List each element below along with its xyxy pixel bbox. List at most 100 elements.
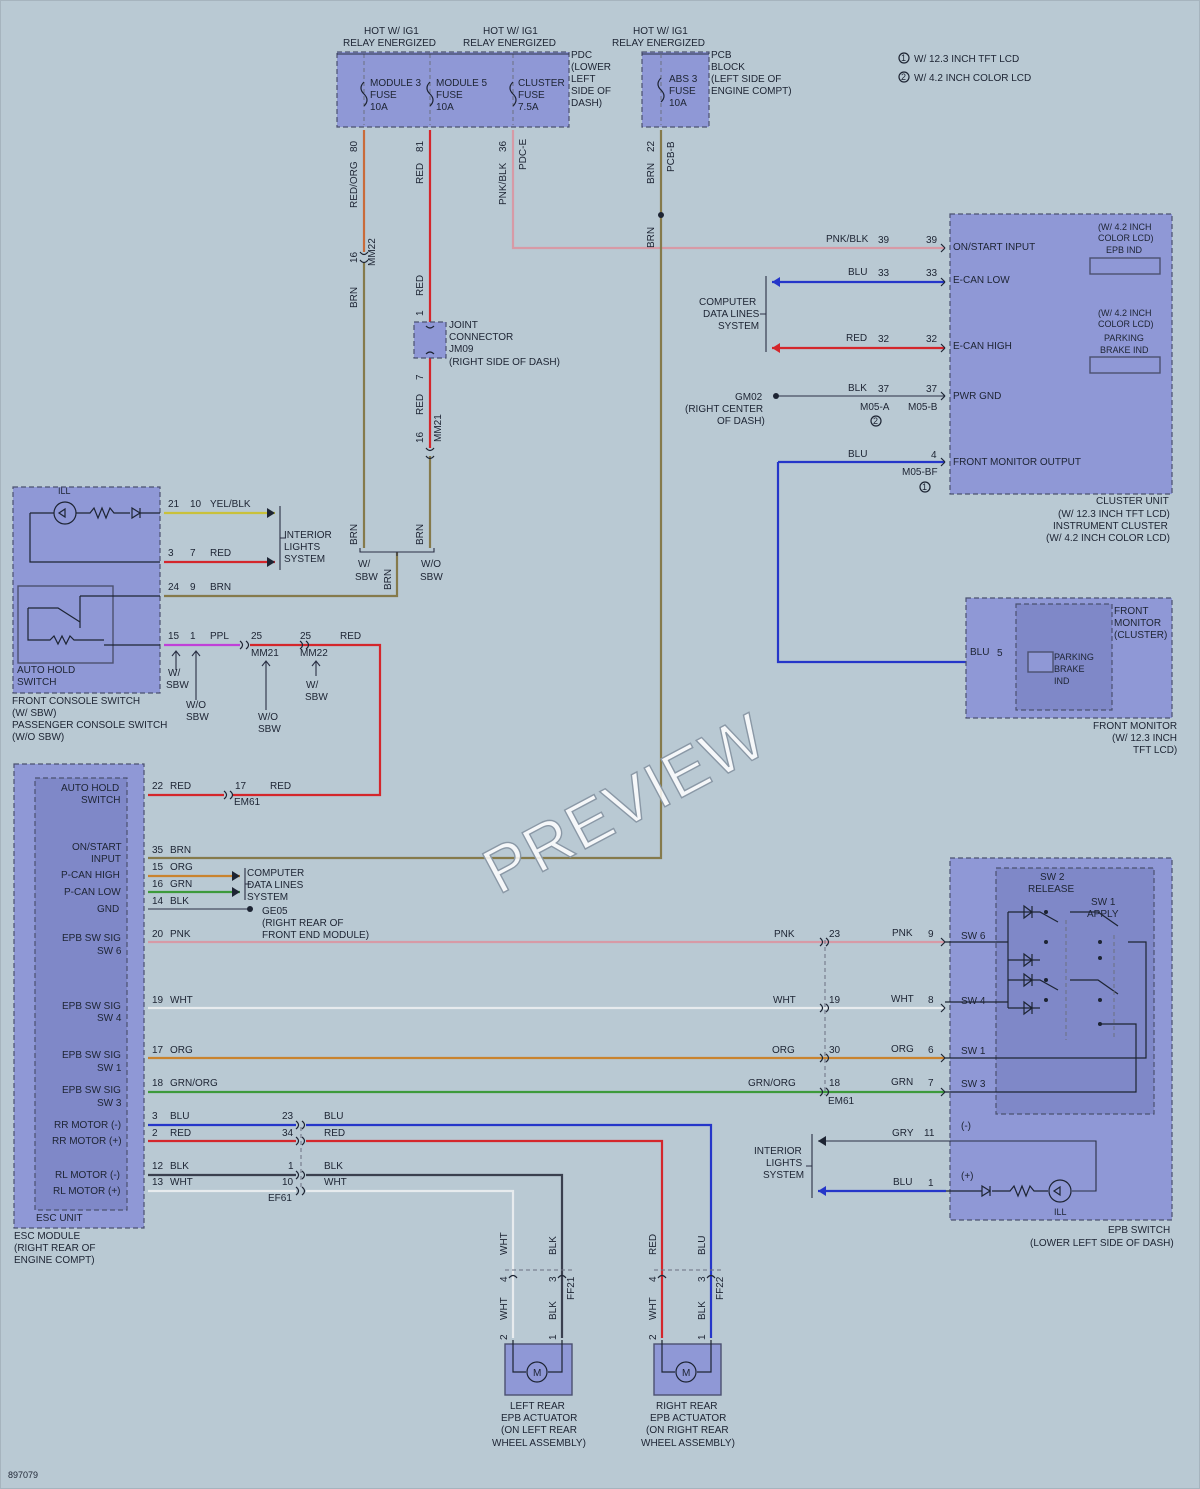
svg-text:SYSTEM: SYSTEM	[247, 892, 288, 903]
svg-text:MM22: MM22	[300, 648, 328, 659]
pcb-block: HOT W/ IG1 RELAY ENERGIZED ABS 3FUSE10A …	[612, 26, 792, 128]
svg-text:WHT: WHT	[170, 995, 193, 1006]
svg-text:MM21: MM21	[433, 414, 444, 442]
legend-item-2: W/ 4.2 INCH COLOR LCD	[914, 73, 1031, 84]
svg-text:16: 16	[349, 251, 360, 263]
pdc-wires: 80 RED/ORG 16 MM22 BRN BRN 81 RED RED 1 …	[148, 130, 945, 860]
svg-text:RED: RED	[324, 1128, 345, 1139]
svg-text:BLK: BLK	[170, 896, 189, 907]
svg-text:ORG: ORG	[891, 1044, 914, 1055]
svg-text:(ON LEFT REAR: (ON LEFT REAR	[501, 1425, 577, 1436]
svg-text:AUTO HOLD: AUTO HOLD	[17, 665, 75, 676]
svg-text:7.5A: 7.5A	[518, 102, 539, 113]
svg-text:37: 37	[926, 384, 938, 395]
svg-text:EPB ACTUATOR: EPB ACTUATOR	[501, 1413, 577, 1424]
svg-text:(W/ 4.2 INCH: (W/ 4.2 INCH	[1098, 308, 1152, 318]
svg-text:TFT LCD): TFT LCD)	[1133, 745, 1177, 756]
svg-text:SBW: SBW	[258, 724, 281, 735]
svg-text:SBW: SBW	[355, 572, 378, 583]
svg-text:PNK: PNK	[774, 929, 795, 940]
svg-text:PNK: PNK	[892, 928, 913, 939]
svg-text:HOT W/ IG1: HOT W/ IG1	[364, 26, 419, 37]
cluster-unit: (W/ 4.2 INCH COLOR LCD) EPB IND (W/ 4.2 …	[826, 213, 1173, 544]
svg-text:BLOCK: BLOCK	[711, 62, 745, 73]
console-switch: ILL AUTO HOLD SWITCH FRONT CONSOLE SWITC…	[12, 486, 167, 743]
svg-text:W/: W/	[168, 668, 180, 679]
esc-wires: 22 RED 17 EM61 RED 35 BRN 15 ORG 16 GRN …	[148, 781, 945, 1338]
svg-text:SW 3: SW 3	[961, 1079, 986, 1090]
svg-text:RR MOTOR (+): RR MOTOR (+)	[52, 1136, 122, 1147]
svg-text:FRONT CONSOLE SWITCH: FRONT CONSOLE SWITCH	[12, 696, 140, 707]
svg-text:SW 2: SW 2	[1040, 872, 1065, 883]
svg-text:BRN: BRN	[170, 845, 191, 856]
svg-text:21: 21	[168, 499, 180, 510]
svg-text:30: 30	[829, 1045, 841, 1056]
svg-text:LEFT REAR: LEFT REAR	[510, 1401, 565, 1412]
svg-text:(ON RIGHT REAR: (ON RIGHT REAR	[646, 1425, 729, 1436]
svg-text:BRN: BRN	[383, 569, 394, 590]
svg-text:INTERIOR: INTERIOR	[754, 1146, 802, 1157]
svg-text:(W/ 12.3 INCH: (W/ 12.3 INCH	[1112, 733, 1177, 744]
svg-text:ON/START INPUT: ON/START INPUT	[953, 242, 1035, 253]
epb-ill-lamp-icon	[1048, 1179, 1072, 1203]
svg-text:ORG: ORG	[170, 862, 193, 873]
svg-text:9: 9	[190, 582, 196, 593]
svg-text:FUSE: FUSE	[518, 90, 545, 101]
figure-id: 897079	[8, 1470, 38, 1480]
svg-text:M: M	[533, 1368, 541, 1379]
svg-text:RED: RED	[170, 1128, 191, 1139]
svg-text:SW 3: SW 3	[97, 1098, 122, 1109]
svg-text:15: 15	[152, 862, 164, 873]
svg-text:RELAY ENERGIZED: RELAY ENERGIZED	[343, 38, 436, 49]
svg-text:PNK/BLK: PNK/BLK	[826, 234, 869, 245]
svg-text:EPB ACTUATOR: EPB ACTUATOR	[650, 1413, 726, 1424]
svg-text:10: 10	[190, 499, 202, 510]
svg-text:SW 6: SW 6	[961, 931, 986, 942]
svg-text:ESC UNIT: ESC UNIT	[36, 1213, 83, 1224]
svg-text:WHT: WHT	[499, 1232, 510, 1255]
svg-text:34: 34	[282, 1128, 294, 1139]
svg-text:10A: 10A	[669, 98, 687, 109]
svg-text:35: 35	[152, 845, 164, 856]
svg-text:(CLUSTER): (CLUSTER)	[1114, 630, 1167, 641]
svg-text:14: 14	[152, 896, 164, 907]
svg-text:FF21: FF21	[566, 1276, 577, 1300]
svg-text:PASSENGER CONSOLE SWITCH: PASSENGER CONSOLE SWITCH	[12, 720, 167, 731]
svg-text:24: 24	[168, 582, 180, 593]
svg-text:BLK: BLK	[697, 1301, 708, 1320]
svg-text:7: 7	[190, 548, 196, 559]
svg-text:LIGHTS: LIGHTS	[284, 542, 320, 553]
svg-text:IND: IND	[1054, 676, 1070, 686]
esc-module: AUTO HOLD SWITCH ON/START INPUT P-CAN HI…	[13, 763, 145, 1266]
svg-text:EF61: EF61	[268, 1193, 292, 1204]
svg-text:23: 23	[282, 1111, 294, 1122]
svg-text:EPB SW SIG: EPB SW SIG	[62, 933, 121, 944]
svg-text:20: 20	[152, 929, 164, 940]
svg-text:CLUSTER: CLUSTER	[518, 78, 565, 89]
svg-text:RED: RED	[210, 548, 231, 559]
svg-text:ESC MODULE: ESC MODULE	[14, 1231, 80, 1242]
svg-text:SYSTEM: SYSTEM	[718, 321, 759, 332]
svg-text:EPB SW SIG: EPB SW SIG	[62, 1050, 121, 1061]
svg-text:SYSTEM: SYSTEM	[763, 1170, 804, 1181]
svg-text:BLK: BLK	[848, 383, 867, 394]
svg-text:FRONT MONITOR OUTPUT: FRONT MONITOR OUTPUT	[953, 457, 1081, 468]
svg-text:SW 1: SW 1	[961, 1046, 986, 1057]
svg-text:RIGHT REAR: RIGHT REAR	[656, 1401, 718, 1412]
svg-text:18: 18	[152, 1078, 164, 1089]
svg-text:SWITCH: SWITCH	[17, 677, 56, 688]
svg-text:RL MOTOR (-): RL MOTOR (-)	[55, 1170, 120, 1181]
svg-text:GRN/ORG: GRN/ORG	[748, 1078, 796, 1089]
svg-text:(LEFT SIDE OF: (LEFT SIDE OF	[711, 74, 781, 85]
svg-text:PARKING: PARKING	[1054, 652, 1094, 662]
svg-text:5: 5	[997, 648, 1003, 659]
svg-text:EPB SWITCH: EPB SWITCH	[1108, 1225, 1170, 1236]
front-monitor-parking-brake-ind	[1027, 651, 1054, 673]
svg-text:9: 9	[928, 929, 934, 940]
svg-text:19: 19	[152, 995, 164, 1006]
svg-text:6: 6	[928, 1045, 934, 1056]
svg-text:BRN: BRN	[415, 524, 426, 545]
svg-text:2: 2	[901, 72, 906, 82]
svg-text:WHT: WHT	[773, 995, 796, 1006]
